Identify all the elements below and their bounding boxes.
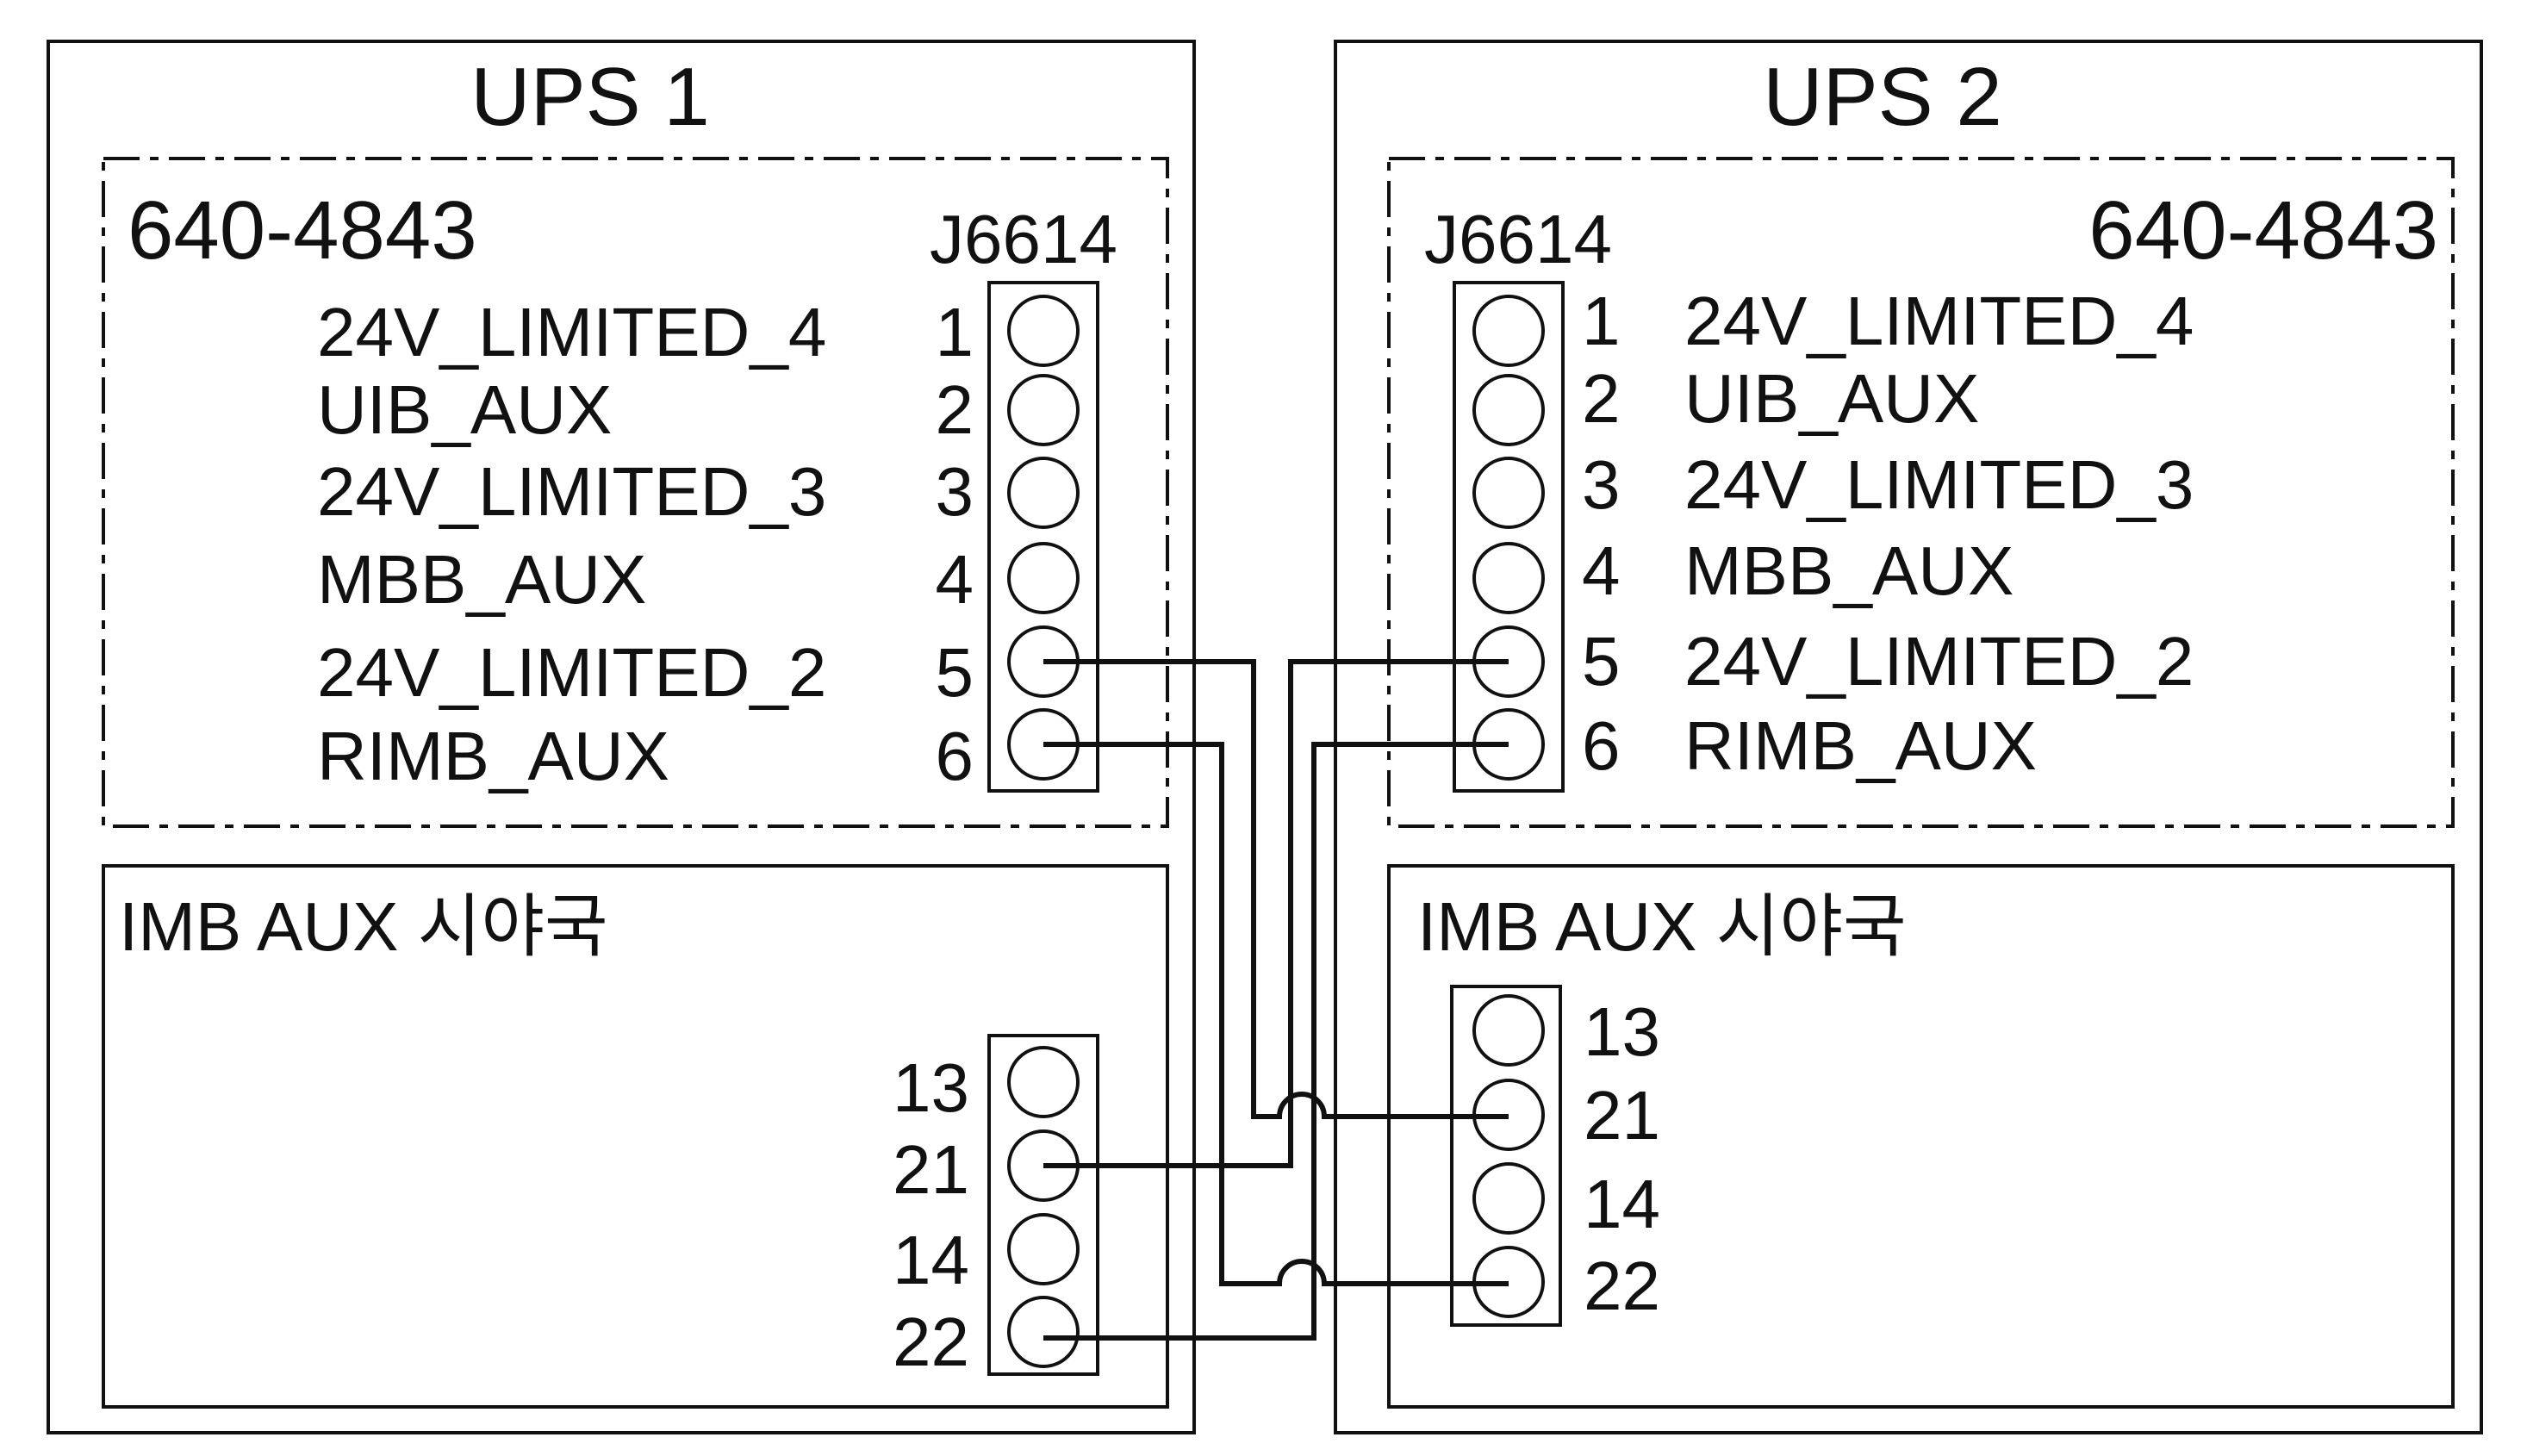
ups1-imb-terminal-22 [1007, 1296, 1080, 1368]
ups1-imb-aux-box [102, 864, 1169, 1409]
ups2-imb-pin-number: 13 [1584, 993, 1660, 1070]
ups2-terminal-4 [1472, 542, 1545, 614]
wire-ups1-pin5-to-ups2-imb21 [1043, 659, 1509, 1119]
ups1-pin-number: 6 [936, 718, 974, 794]
ups2-imb-terminal-13 [1472, 994, 1545, 1067]
ups1-terminal-1 [1007, 295, 1080, 367]
ups1-imb-aux-title: IMB AUX 시야국 [119, 888, 608, 965]
ups1-outer-frame [47, 40, 1196, 1434]
ups2-j6614-terminals [1472, 295, 1545, 781]
ups1-imb-pin-number: 13 [893, 1049, 969, 1126]
ups1-signal-name: UIB_AUX [317, 371, 612, 448]
ups2-signal-name: 24V_LIMITED_4 [1684, 283, 2194, 359]
ups2-imb-terminal-14 [1472, 1162, 1545, 1235]
ups2-terminal-3 [1472, 457, 1545, 529]
ups2-board: 640-4843 J6614 1 2 3 4 5 6 24V_LIMITED_4… [1387, 157, 2455, 828]
ups2-imb-pin-number: 21 [1584, 1077, 1660, 1154]
ups1-imb-aux: IMB AUX 시야국 13 21 14 22 [102, 864, 1169, 1409]
ups1-pin-number: 3 [936, 453, 974, 530]
ups2-pin-number: 3 [1582, 446, 1621, 523]
ups1-connector-label: J6614 [930, 201, 1117, 277]
ups2-j6614-connector [1453, 281, 1565, 793]
ups2-signal-name: MBB_AUX [1684, 532, 2014, 609]
ups2-title: UPS 2 [1763, 51, 2001, 143]
ups2-signal-name: 24V_LIMITED_3 [1684, 446, 2194, 523]
ups2-terminal-1 [1472, 295, 1545, 367]
ups2-pin-number: 4 [1582, 532, 1621, 609]
ups1-terminal-4 [1007, 542, 1080, 614]
ups2-terminal-2 [1472, 374, 1545, 446]
ups1-signal-name: 24V_LIMITED_3 [317, 453, 826, 530]
ups2-signal-name: RIMB_AUX [1684, 707, 2037, 784]
ups2-board-part-number: 640-4843 [2088, 184, 2438, 277]
ups1-title: UPS 1 [470, 51, 709, 143]
ups1-terminal-3 [1007, 457, 1080, 529]
ups1-imb-terminal-14 [1007, 1213, 1080, 1285]
ups2-pin-number: 1 [1582, 283, 1621, 359]
ups2-pin-number: 6 [1582, 707, 1621, 784]
ups1-pin-number: 2 [936, 371, 974, 448]
ups1-signal-name: 24V_LIMITED_2 [317, 634, 826, 711]
interconnect-wires [1043, 659, 1509, 1341]
ups2-imb-aux-title: IMB AUX 시야국 [1417, 888, 1907, 965]
ups1-board-part-number: 640-4843 [128, 184, 477, 277]
ups1-j6614-terminals [1007, 295, 1080, 781]
ups2-board-outline [1387, 157, 2455, 828]
ups2-signal-name: 24V_LIMITED_2 [1684, 623, 2194, 700]
ups2-imb-aux: IMB AUX 시야국 13 21 14 22 [1387, 864, 2455, 1409]
ups1-pin-number: 4 [936, 541, 974, 618]
ups1-imb-pin-number: 22 [893, 1304, 969, 1380]
ups1-signal-name: MBB_AUX [317, 541, 646, 618]
ups1-signal-list: 24V_LIMITED_4 UIB_AUX 24V_LIMITED_3 MBB_… [317, 294, 974, 794]
ups1-board: 640-4843 J6614 24V_LIMITED_4 UIB_AUX 24V… [102, 157, 1169, 828]
ups2-signal-list: 1 2 3 4 5 6 24V_LIMITED_4 UIB_AUX 24V_LI… [1582, 283, 2194, 784]
ups1-pin-number: 5 [936, 634, 974, 711]
ups1-terminal-2 [1007, 374, 1080, 446]
wire-ups1-pin6-to-ups2-imb22 [1043, 742, 1509, 1286]
ups1-imb-pin-number: 21 [893, 1131, 969, 1208]
ups2-imb-pin-number: 22 [1584, 1248, 1660, 1324]
ups2-pin-number: 5 [1582, 623, 1621, 700]
ups1-signal-name: RIMB_AUX [317, 718, 669, 794]
ups1-board-outline [102, 157, 1169, 828]
ups2-imb-aux-connector [1450, 985, 1562, 1327]
ups2-imb-pin-number: 14 [1584, 1166, 1660, 1242]
ups1-signal-name: 24V_LIMITED_4 [317, 294, 826, 370]
ups1-imb-aux-connector [987, 1034, 1099, 1376]
ups2-imb-aux-box [1387, 864, 2455, 1409]
wire-ups2-pin6-to-ups1-imb22 [1043, 742, 1509, 1341]
ups1-pin-number: 1 [936, 294, 974, 370]
ups2-signal-name: UIB_AUX [1684, 360, 1979, 437]
ups2-unit: UPS 2 640-4843 J6614 1 2 3 4 5 6 24V_LIM… [1334, 40, 2483, 1434]
ups1-unit: UPS 1 640-4843 J6614 24V_LIMITED_4 UIB_A… [47, 40, 1196, 1434]
ups2-pin-number: 2 [1582, 360, 1621, 437]
wire-ups2-pin5-to-ups1-imb21 [1043, 659, 1509, 1168]
ups1-imb-terminal-13 [1007, 1046, 1080, 1118]
ups1-imb-pin-number: 14 [893, 1222, 969, 1298]
ups1-j6614-connector [987, 281, 1099, 793]
ups2-outer-frame [1334, 40, 2483, 1434]
ups2-connector-label: J6614 [1424, 201, 1612, 277]
